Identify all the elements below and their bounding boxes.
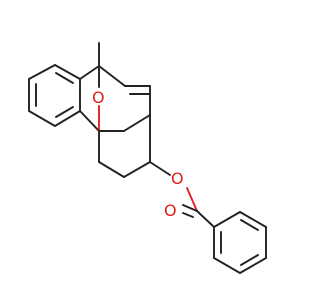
oxygen-bridge: O bbox=[92, 65, 105, 132]
bridge-oxygen-label: O bbox=[92, 88, 105, 107]
benzene-ring-right bbox=[213, 211, 267, 274]
carbonyl-oxygen-label: O bbox=[164, 201, 177, 220]
benzene-ring-left bbox=[28, 64, 81, 127]
structure-svg: O O O bbox=[28, 42, 267, 274]
ester-group: O O bbox=[149, 161, 215, 228]
bicyclic-core bbox=[79, 65, 151, 132]
ester-oxygen-label: O bbox=[171, 169, 184, 188]
structure-diagram: O O O bbox=[28, 42, 267, 274]
cyclohexane-ring bbox=[98, 114, 151, 178]
